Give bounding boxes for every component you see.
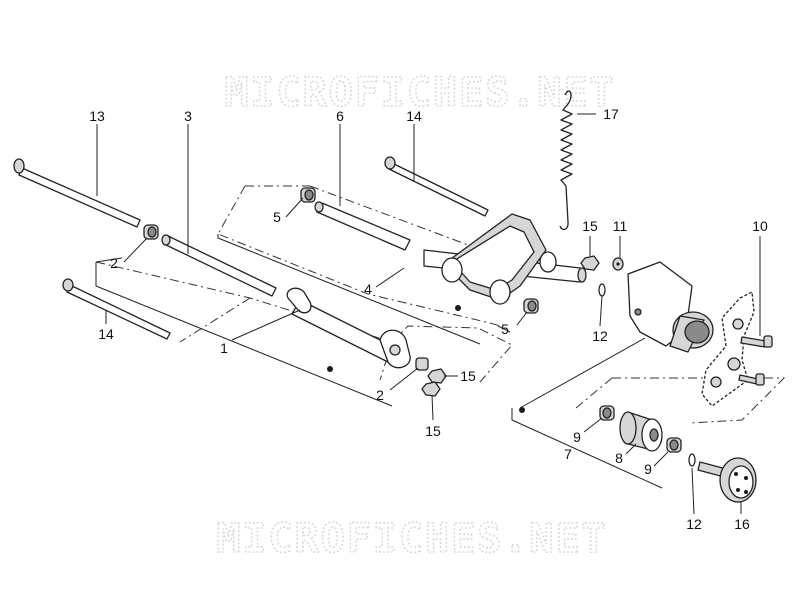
label-12-upper: 12 (592, 328, 608, 344)
label-14-upper: 14 (406, 108, 422, 124)
label-6: 6 (336, 108, 344, 124)
label-3: 3 (184, 108, 192, 124)
part-9-bushing-left (599, 405, 615, 421)
part-3-shaft (161, 234, 277, 297)
part-16-hub (519, 407, 757, 503)
label-13: 13 (89, 108, 105, 124)
label-15-mid: 15 (460, 368, 476, 384)
mounting-bracket (627, 261, 714, 353)
label-2-upper: 2 (110, 255, 118, 271)
label-14-left: 14 (98, 326, 114, 342)
part-8-roller (619, 411, 663, 452)
part-5-spacer-top (300, 187, 316, 203)
part-1-tube-arm (286, 287, 411, 372)
label-12-lower: 12 (686, 516, 702, 532)
part-14-bolt-left (62, 278, 171, 340)
part-15-nut-a (415, 357, 429, 371)
watermark-top: MICROFICHES.NET (224, 70, 615, 116)
label-4: 4 (364, 281, 372, 297)
side-plate (701, 291, 755, 407)
label-1: 1 (220, 340, 228, 356)
part-12-clip-upper (598, 283, 606, 297)
label-5-lower: 5 (501, 321, 509, 337)
part-15-nut-c (421, 381, 441, 397)
label-16: 16 (734, 516, 750, 532)
part-10-bolt-lower (738, 373, 765, 386)
label-15-low: 15 (425, 423, 441, 439)
part-5-spacer-bottom (523, 298, 539, 314)
part-17-spring (559, 90, 573, 231)
part-6-shaft (314, 201, 411, 251)
label-8: 8 (615, 450, 623, 466)
part-2-spacer-left (143, 224, 159, 240)
part-12-clip-lower (688, 453, 696, 467)
solid-bracket-lines (95, 234, 663, 489)
part-9-bushing-right (666, 437, 682, 453)
label-7: 7 (564, 446, 572, 462)
group-bracket-roller (575, 377, 786, 424)
part-labels: 13 3 6 14 17 5 2 4 1 14 5 2 15 15 15 11 … (89, 106, 768, 532)
label-5-upper: 5 (273, 209, 281, 225)
leader-lines (96, 113, 761, 515)
part-15-nut-b (427, 368, 447, 384)
label-9-left: 9 (573, 429, 581, 445)
label-11: 11 (613, 218, 628, 234)
part-15-nut-right (580, 255, 600, 271)
label-15-right: 15 (582, 218, 598, 234)
watermark-bottom: MICROFICHES.NET (216, 516, 607, 562)
label-9-right: 9 (644, 461, 652, 477)
label-10: 10 (752, 218, 768, 234)
label-2-lower: 2 (376, 387, 384, 403)
part-4-swing-arm (423, 213, 587, 311)
group-bracket-upper (217, 185, 501, 327)
part-10-bolt (740, 335, 773, 348)
part-11-washer (612, 257, 624, 271)
part-14-bolt-upper (384, 156, 489, 217)
label-17: 17 (603, 106, 619, 122)
part-13-long-bolt (13, 158, 141, 228)
